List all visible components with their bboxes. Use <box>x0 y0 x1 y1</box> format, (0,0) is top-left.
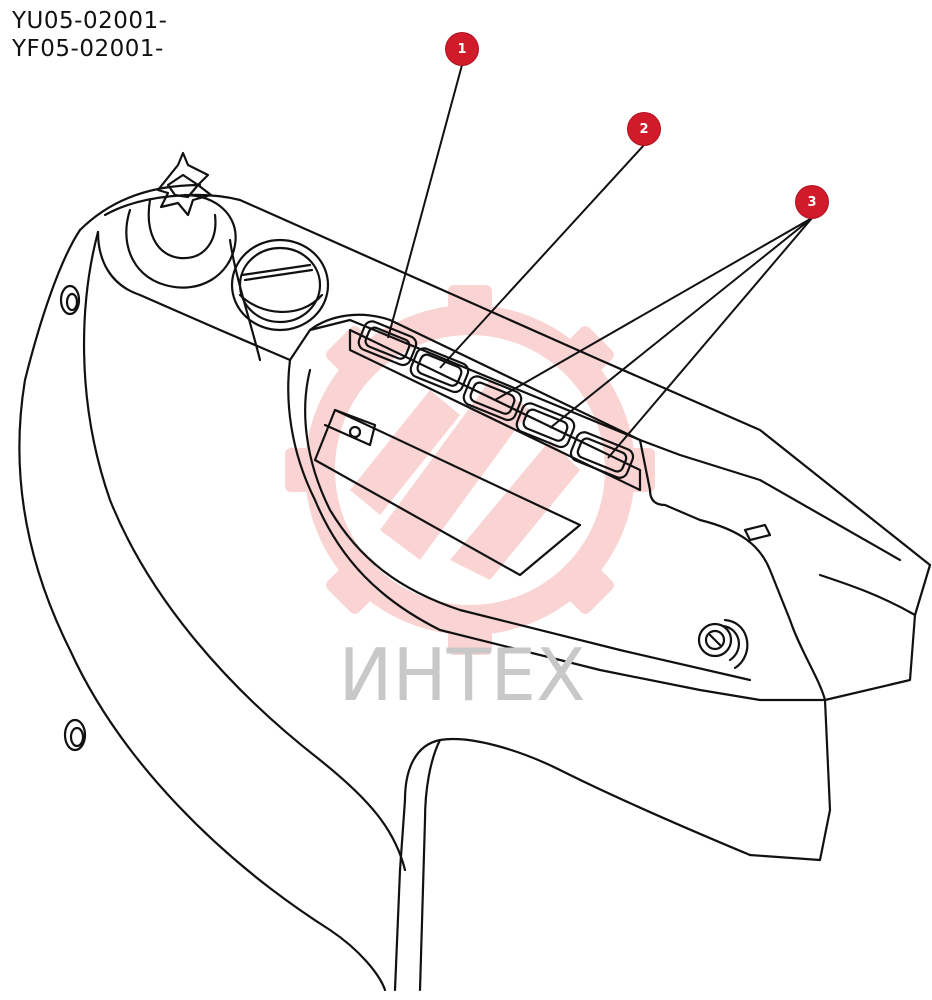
leader-lines <box>387 64 813 459</box>
leader-line-3a <box>494 217 813 401</box>
console-outline <box>18 151 932 992</box>
leader-line-3c <box>607 217 813 459</box>
leader-line-3b <box>549 217 813 429</box>
callout-marker-1[interactable]: 1 <box>446 33 478 65</box>
leader-line-2 <box>439 144 645 369</box>
leader-line-1 <box>387 64 463 339</box>
serial-number-1: YU05-02001- <box>12 8 168 34</box>
callout-marker-2[interactable]: 2 <box>628 113 660 145</box>
callout-marker-3[interactable]: 3 <box>796 186 828 218</box>
watermark-text: ИНТЕХ <box>339 633 586 717</box>
serial-number-2: YF05-02001- <box>12 36 164 62</box>
switch-row <box>348 320 642 492</box>
